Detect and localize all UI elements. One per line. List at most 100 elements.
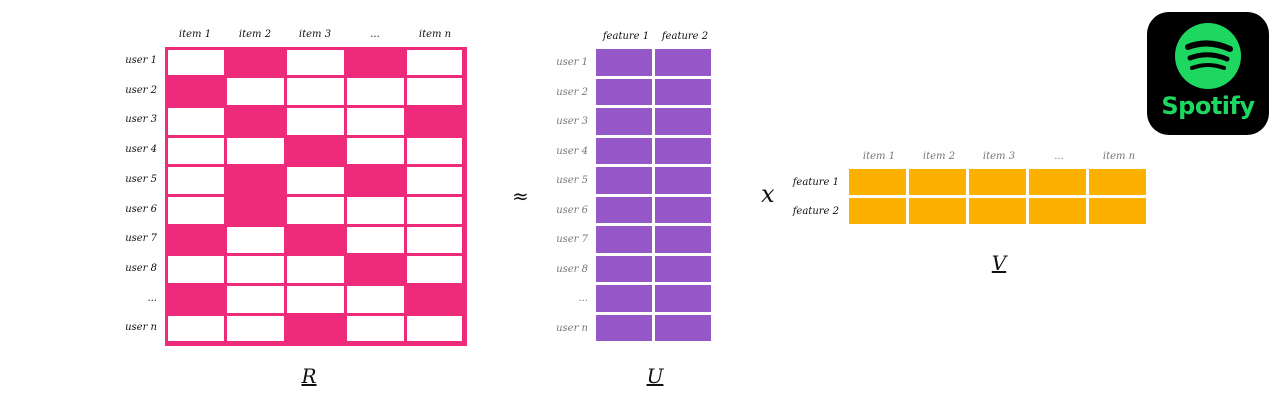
r-cell-empty	[286, 78, 344, 105]
u-cell	[596, 314, 652, 341]
r-row-label: user 1	[125, 55, 157, 66]
approx-symbol: ≈	[512, 184, 529, 208]
r-row-label: user 7	[125, 233, 157, 245]
r-cell-empty	[168, 107, 224, 135]
r-cell-filled	[346, 256, 404, 284]
u-cell	[655, 285, 711, 312]
u-row-label: user 3	[556, 116, 588, 127]
r-cell-filled	[226, 107, 284, 135]
r-cell-empty	[406, 256, 462, 284]
spotify-logo: Spotify	[1147, 12, 1269, 135]
r-cell-empty	[286, 167, 344, 194]
r-cell-filled	[406, 107, 462, 135]
u-row-label: user 7	[556, 234, 588, 245]
u-row-label: user 4	[556, 145, 588, 157]
v-cell	[849, 198, 906, 224]
r-cell-empty	[226, 256, 284, 284]
u-cell	[655, 314, 711, 341]
r-cell-empty	[346, 286, 404, 313]
r-cell-empty	[406, 137, 462, 165]
u-row-label: user 8	[556, 263, 588, 275]
u-row-label: user 6	[556, 204, 588, 216]
r-cell-empty	[286, 286, 344, 313]
r-cell-empty	[406, 226, 462, 254]
r-cell-empty	[286, 107, 344, 135]
r-cell-empty	[168, 137, 224, 165]
v-column-label: item n	[1102, 151, 1136, 162]
r-matrix-name: R	[301, 364, 317, 388]
v-cell	[909, 169, 966, 195]
spotify-wordmark: Spotify	[1161, 92, 1255, 120]
r-cell-empty	[226, 286, 284, 313]
v-cell	[1029, 198, 1086, 224]
v-row-label: feature 1	[792, 177, 839, 188]
r-cell-empty	[168, 315, 224, 341]
u-matrix-name: U	[646, 364, 664, 388]
u-row-label: user 2	[556, 86, 588, 98]
r-cell-filled	[346, 50, 404, 76]
u-column-label: feature 2	[661, 31, 709, 42]
u-row-label: user 1	[556, 57, 588, 68]
r-cell-filled	[346, 167, 404, 194]
r-column-label: item 1	[178, 29, 212, 40]
r-cell-filled	[226, 197, 284, 224]
r-cell-empty	[226, 78, 284, 105]
r-cell-empty	[346, 197, 404, 224]
r-row-label: ...	[147, 292, 157, 304]
r-row-label: user 5	[125, 173, 157, 185]
r-cell-filled	[168, 286, 224, 313]
v-cell	[1029, 169, 1086, 195]
r-cell-filled	[286, 137, 344, 165]
r-cell-empty	[168, 197, 224, 224]
r-cell-empty	[346, 107, 404, 135]
u-cell	[596, 137, 652, 164]
r-cell-empty	[168, 256, 224, 284]
r-cell-empty	[286, 197, 344, 224]
r-cell-empty	[406, 50, 462, 76]
u-column-label: feature 1	[602, 31, 650, 42]
r-row-label: user n	[125, 322, 157, 334]
u-cell	[655, 226, 711, 253]
u-cell	[596, 108, 652, 135]
r-row-label: user 8	[125, 262, 157, 274]
r-cell-empty	[406, 197, 462, 224]
u-cell	[655, 196, 711, 223]
v-cell	[849, 169, 906, 195]
u-cell	[655, 108, 711, 135]
u-cell	[596, 255, 652, 282]
r-cell-empty	[346, 226, 404, 254]
r-cell-empty	[406, 167, 462, 194]
multiply-symbol: x	[761, 180, 775, 208]
r-cell-empty	[346, 137, 404, 165]
v-row-label: feature 2	[792, 206, 839, 217]
u-cell	[596, 49, 652, 76]
v-column-label: item 3	[982, 151, 1016, 162]
r-cell-empty	[346, 78, 404, 105]
r-row-label: user 3	[125, 114, 157, 126]
u-cell	[655, 255, 711, 282]
v-column-label: ...	[1054, 151, 1064, 162]
r-cell-filled	[406, 286, 462, 313]
v-cell	[909, 198, 966, 224]
r-row-label: user 6	[125, 203, 157, 215]
u-cell	[596, 167, 652, 194]
u-cell	[596, 226, 652, 253]
r-cell-empty	[168, 167, 224, 194]
v-cell	[1089, 198, 1146, 224]
r-row-label: user 2	[125, 84, 157, 96]
r-column-label: ...	[370, 29, 380, 40]
r-cell-empty	[168, 50, 224, 76]
r-cell-filled	[226, 50, 284, 76]
r-cell-filled	[286, 226, 344, 254]
u-cell	[596, 78, 652, 105]
v-cell	[1089, 169, 1146, 195]
r-cell-filled	[226, 167, 284, 194]
r-cell-empty	[346, 315, 404, 341]
r-cell-empty	[226, 226, 284, 254]
u-cell	[596, 285, 652, 312]
r-matrix-grid	[165, 47, 467, 346]
u-cell	[655, 167, 711, 194]
spotify-logo-icon	[1175, 23, 1241, 89]
v-matrix-name: V	[991, 251, 1007, 275]
u-row-label: user 5	[556, 175, 588, 186]
